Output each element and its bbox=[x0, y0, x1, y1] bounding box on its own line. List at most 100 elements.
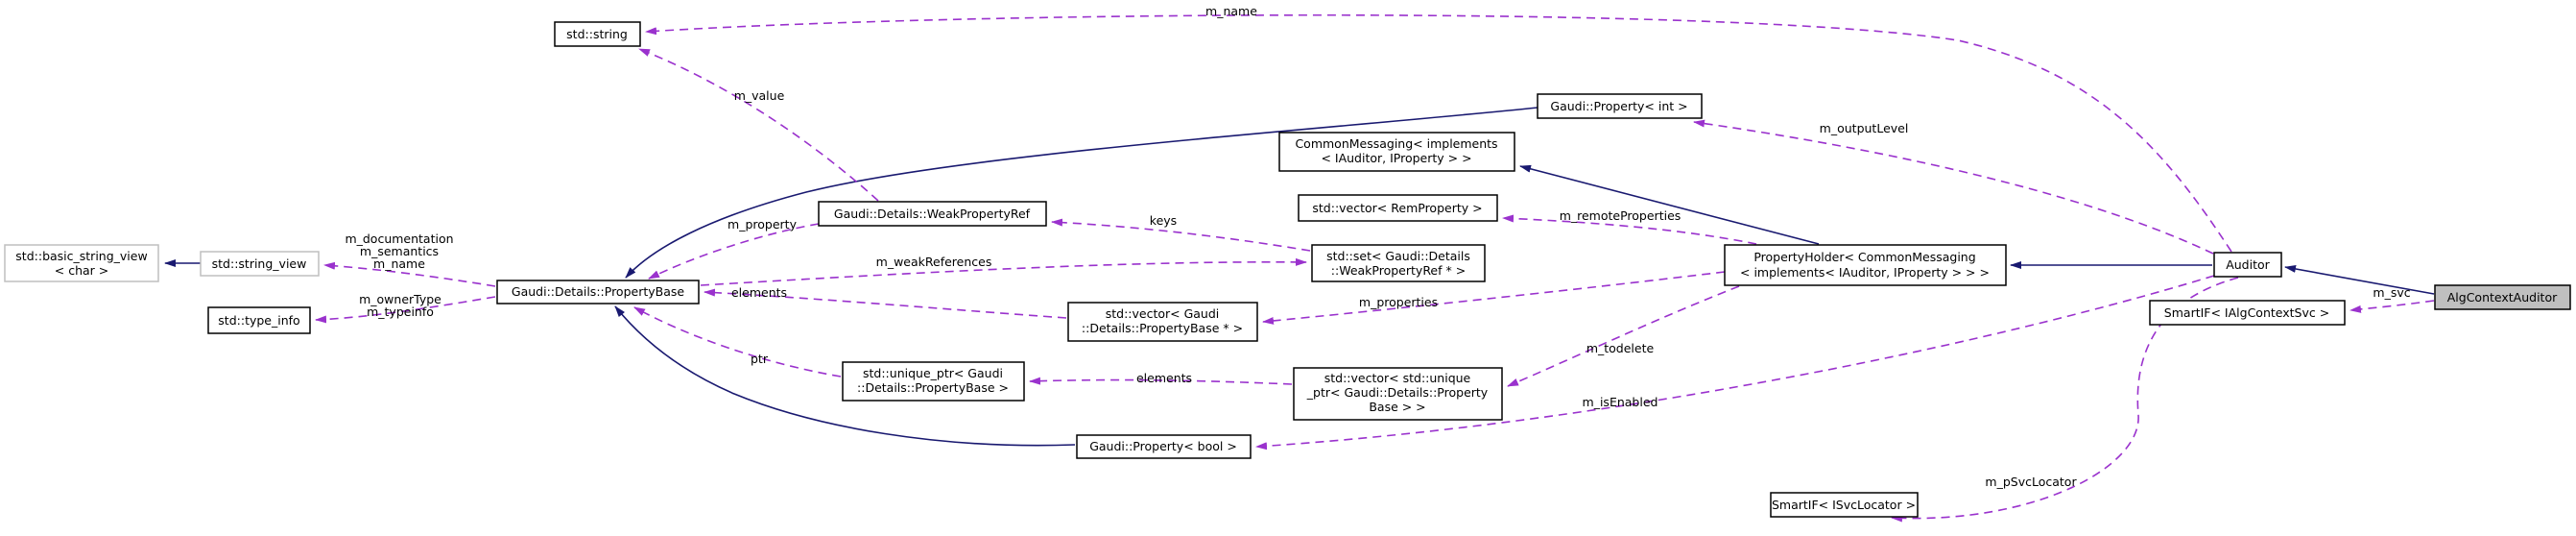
node-box bbox=[1298, 194, 1498, 222]
node-box bbox=[2149, 300, 2346, 326]
node-label: ::WeakPropertyRef * > bbox=[1331, 263, 1466, 278]
node-label: Gaudi::Property< bool > bbox=[1089, 439, 1237, 453]
node-label: std::type_info bbox=[218, 313, 299, 328]
node-label: < char > bbox=[55, 263, 109, 278]
node-gaudi-details-property-base[interactable]: Gaudi::Details::PropertyBase bbox=[496, 280, 700, 305]
node-box bbox=[1076, 434, 1252, 459]
edge-usage-elements-vector-property-base bbox=[704, 288, 1067, 319]
node-std-unique-ptr-property-base[interactable]: std::unique_ptr< Gaudi ::Details::Proper… bbox=[842, 361, 1025, 402]
edge-inherit-alg-context-auditor-to-auditor bbox=[2284, 265, 2435, 295]
edge-label-keys: keys bbox=[1150, 213, 1177, 228]
node-box bbox=[4, 244, 159, 282]
node-box bbox=[842, 361, 1025, 402]
node-label: SmartIF< IAlgContextSvc > bbox=[2164, 305, 2329, 320]
node-label: < IAuditor, IProperty > > bbox=[1321, 151, 1471, 165]
edge-label-m-output-level: m_outputLevel bbox=[1820, 121, 1909, 135]
edge-label-m-properties: m_properties bbox=[1359, 295, 1438, 309]
node-label: std::string bbox=[566, 27, 628, 41]
node-gaudi-details-weak-property-ref[interactable]: Gaudi::Details::WeakPropertyRef bbox=[818, 201, 1047, 227]
node-label: std::basic_string_view bbox=[15, 249, 147, 263]
edge-usage-m-property bbox=[648, 223, 820, 280]
edge-label-m-owner-type: m_ownerType bbox=[359, 292, 441, 306]
edge-label-m-property: m_property bbox=[727, 217, 798, 231]
node-gaudi-property-int[interactable]: Gaudi::Property< int > bbox=[1537, 93, 1703, 119]
edge-label-m-value: m_value bbox=[734, 88, 785, 103]
node-std-vector-property-base-ptr[interactable]: std::vector< Gaudi ::Details::PropertyBa… bbox=[1067, 302, 1258, 342]
node-label: PropertyHolder< CommonMessaging bbox=[1753, 250, 1975, 264]
edge-label-m-svc: m_svc bbox=[2373, 285, 2410, 300]
node-box bbox=[200, 251, 320, 277]
edge-usage-m-weak-references bbox=[700, 257, 1307, 286]
edge-label-m-typeinfo: m_typeinfo bbox=[367, 305, 434, 319]
node-std-vector-unique-ptr-property-base[interactable]: std::vector< std::unique _ptr< Gaudi::De… bbox=[1293, 367, 1503, 421]
edge-label-m-semantics: m_semantics bbox=[360, 244, 439, 258]
edge-label-m-weak-references: m_weakReferences bbox=[876, 255, 992, 269]
node-box bbox=[1293, 367, 1503, 421]
node-label: Gaudi::Details::WeakPropertyRef bbox=[834, 207, 1031, 221]
node-label: ::Details::PropertyBase > bbox=[857, 380, 1009, 395]
node-label: std::vector< std::unique bbox=[1324, 371, 1471, 385]
edge-usage-m-properties bbox=[1262, 271, 1726, 325]
node-label: Gaudi::Property< int > bbox=[1550, 99, 1687, 113]
edge-usage-elements-unique-ptr bbox=[1029, 377, 1293, 385]
node-label: Base > > bbox=[1369, 400, 1425, 414]
node-label: Gaudi::Details::PropertyBase bbox=[512, 284, 684, 299]
node-box bbox=[1537, 93, 1703, 119]
node-box bbox=[1770, 492, 1919, 518]
node-label: std::unique_ptr< Gaudi bbox=[863, 366, 1003, 380]
edge-label-m-remote-properties: m_remoteProperties bbox=[1560, 208, 1682, 223]
node-label: _ptr< Gaudi::Details::Property bbox=[1306, 385, 1489, 400]
edge-usage-ptr bbox=[633, 306, 842, 378]
node-label: std::vector< RemProperty > bbox=[1312, 201, 1482, 215]
node-label: Auditor bbox=[2226, 257, 2270, 272]
node-label: CommonMessaging< implements bbox=[1295, 136, 1497, 151]
node-label: < implements< IAuditor, IProperty > > > bbox=[1740, 265, 1990, 280]
edge-label-m-todelete: m_todelete bbox=[1586, 341, 1655, 355]
edge-usage-m-todelete bbox=[1507, 285, 1740, 387]
node-smartif-isvclocator[interactable]: SmartIF< ISvcLocator > bbox=[1770, 492, 1919, 518]
node-std-string[interactable]: std::string bbox=[554, 21, 641, 47]
node-property-holder[interactable]: PropertyHolder< CommonMessaging < implem… bbox=[1724, 244, 2007, 286]
edge-label-m-documentation-semantics-name: m_documentation m_semantics m_name bbox=[345, 231, 453, 271]
node-std-basic-string-view[interactable]: std::basic_string_view < char > bbox=[4, 244, 159, 282]
node-box bbox=[496, 280, 700, 305]
edge-label-m-name-property-base: m_name bbox=[373, 256, 425, 271]
node-box bbox=[818, 201, 1047, 227]
node-box bbox=[1067, 302, 1258, 342]
node-smartif-ialgcontextsvc[interactable]: SmartIF< IAlgContextSvc > bbox=[2149, 300, 2346, 326]
node-box bbox=[2434, 284, 2571, 310]
node-gaudi-property-bool[interactable]: Gaudi::Property< bool > bbox=[1076, 434, 1252, 459]
edge-usage-m-output-level bbox=[1693, 119, 2214, 255]
node-box bbox=[207, 306, 311, 334]
edge-label-ptr: ptr bbox=[751, 352, 769, 366]
node-label: SmartIF< ISvcLocator > bbox=[1772, 498, 1916, 512]
node-alg-context-auditor[interactable]: AlgContextAuditor bbox=[2434, 284, 2571, 310]
edge-usage-keys bbox=[1051, 218, 1311, 252]
edge-usage-m-name-auditor bbox=[645, 13, 2232, 253]
edge-usage-m-owner-type-typeinfo bbox=[315, 296, 496, 324]
node-label: std::set< Gaudi::Details bbox=[1326, 249, 1470, 263]
edge-label-elements-vector-property-base: elements bbox=[731, 285, 787, 300]
edge-usage-m-p-svc-locator bbox=[1891, 277, 2239, 523]
node-box bbox=[1724, 244, 2007, 286]
node-label: std::vector< Gaudi bbox=[1106, 306, 1220, 321]
node-std-type-info[interactable]: std::type_info bbox=[207, 306, 311, 334]
edge-usage-m-remote-properties bbox=[1502, 214, 1757, 245]
node-box bbox=[554, 21, 641, 47]
edge-usage-m-is-enabled bbox=[1255, 275, 2215, 451]
node-std-string-view[interactable]: std::string_view bbox=[200, 251, 320, 277]
node-auditor[interactable]: Auditor bbox=[2213, 252, 2282, 278]
node-box bbox=[2213, 252, 2282, 278]
edge-usage-m-svc bbox=[2349, 300, 2435, 313]
edge-inherit-property-int-to-property-base bbox=[625, 107, 1538, 279]
edge-label-m-name-auditor: m_name bbox=[1205, 4, 1257, 18]
node-std-set-weak-property-ref[interactable]: std::set< Gaudi::Details ::WeakPropertyR… bbox=[1311, 244, 1486, 282]
node-std-vector-rem-property[interactable]: std::vector< RemProperty > bbox=[1298, 194, 1498, 222]
node-label: std::string_view bbox=[212, 256, 307, 271]
edge-label-m-p-svc-locator: m_pSvcLocator bbox=[1985, 475, 2077, 489]
node-common-messaging[interactable]: CommonMessaging< implements < IAuditor, … bbox=[1278, 132, 1515, 172]
edge-inherit-property-holder-to-common-messaging bbox=[1519, 164, 1820, 245]
edge-label-m-documentation: m_documentation bbox=[345, 231, 453, 246]
